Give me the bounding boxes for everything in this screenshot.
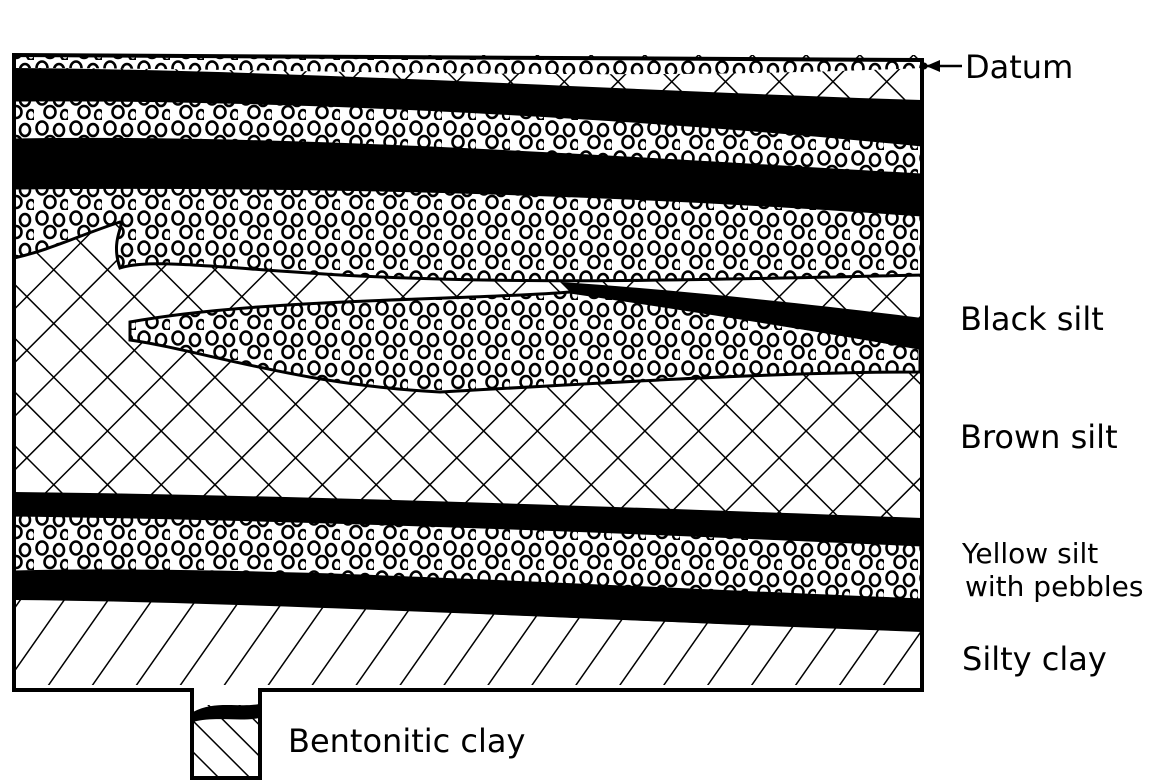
label-yellow-silt-line1: Yellow silt [961,537,1098,570]
datum-marker [921,60,963,72]
label-brown-silt: Brown silt [960,418,1118,456]
label-yellow-silt-line2: with pebbles [965,570,1143,603]
label-datum: Datum [965,48,1073,86]
profile-layers [14,55,922,690]
label-silty-clay: Silty clay [962,640,1107,678]
label-bentonitic-clay: Bentonitic clay [288,722,525,760]
label-black-silt: Black silt [960,300,1104,338]
